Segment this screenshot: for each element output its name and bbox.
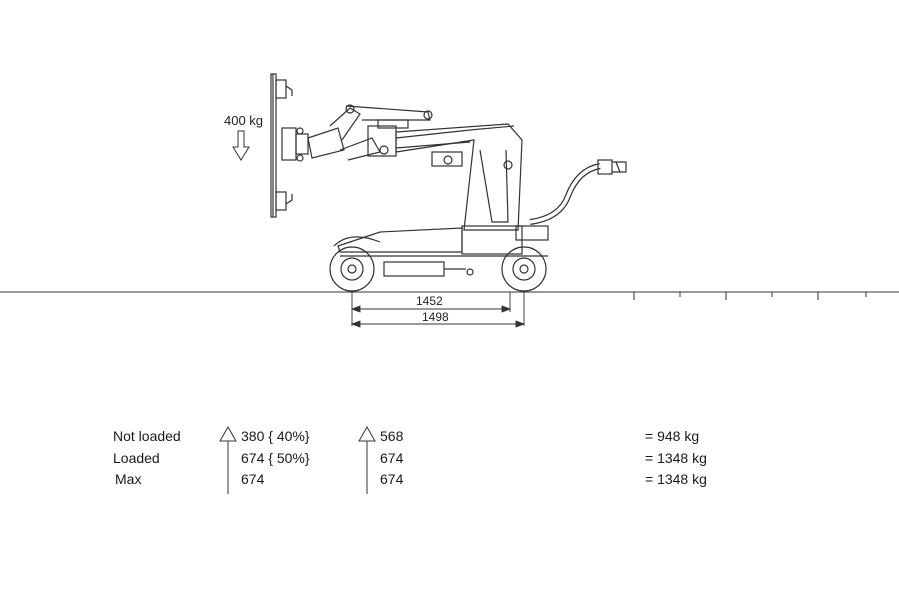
machine-side-view-drawing: 400 kg 1452 1498 (0, 73, 899, 328)
tow-cable (529, 159, 627, 225)
rear-axle-max: 674 (380, 471, 404, 487)
front-axle-not-loaded: 380 { 40%} (241, 428, 310, 444)
boom-column (395, 123, 523, 231)
dimension-lines (350, 292, 526, 328)
row-label-max: Max (115, 471, 142, 487)
down-arrow-icon (232, 130, 250, 161)
front-wheel (329, 246, 375, 292)
total-max: = 1348 kg (645, 471, 707, 487)
total-loaded: = 1348 kg (645, 450, 707, 466)
row-label-loaded: Loaded (113, 450, 160, 466)
overall-length-dimension: 1498 (422, 310, 449, 324)
total-not-loaded: = 948 kg (645, 428, 700, 444)
rear-wheel (501, 246, 547, 292)
suction-frame (270, 73, 309, 218)
row-label-not-loaded: Not loaded (113, 428, 181, 444)
rear-axle-loaded: 674 (380, 450, 404, 466)
chassis (333, 225, 549, 277)
up-arrow-icon (219, 426, 237, 494)
load-label: 400 kg (224, 113, 263, 128)
wheelbase-dimension: 1452 (416, 294, 443, 308)
scale-ticks (633, 292, 867, 300)
up-arrow-icon (358, 426, 376, 494)
articulated-arm (307, 104, 471, 167)
rear-axle-not-loaded: 568 (380, 428, 404, 444)
front-axle-max: 674 (241, 471, 265, 487)
front-axle-loaded: 674 { 50%} (241, 450, 310, 466)
